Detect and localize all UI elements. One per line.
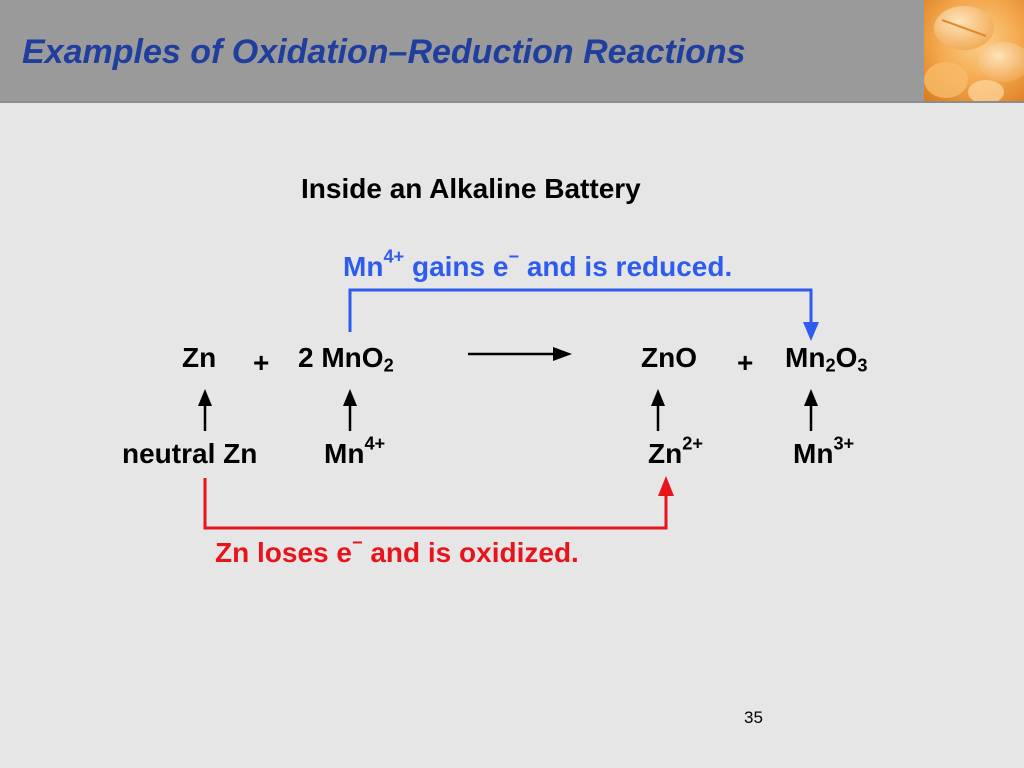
reduction-text: gains e	[404, 251, 509, 282]
mn2o3-mn-subscript: 2	[825, 355, 836, 376]
mno2-subscript: 2	[383, 355, 394, 376]
reduction-rest: and is reduced.	[519, 251, 733, 282]
mno2-base: MnO	[321, 342, 384, 373]
reduction-bracket-arrow-icon	[348, 288, 819, 341]
reduction-note: Mn4+ gains e− and is reduced.	[343, 247, 733, 283]
mn3-charge: 3+	[833, 433, 855, 454]
pills-photo-icon	[924, 0, 1024, 101]
reduction-ion-charge: 4+	[383, 246, 405, 267]
oxidation-text: Zn loses e	[215, 537, 352, 568]
arrow-zn2-up-icon	[651, 389, 665, 431]
mn4-base: Mn	[324, 438, 365, 469]
mn2o3-mn: Mn	[785, 342, 826, 373]
arrow-zn-up-icon	[198, 389, 212, 431]
arrow-mn4-up-icon	[343, 389, 357, 431]
species-mn3: Mn3+	[793, 434, 854, 470]
subtitle: Inside an Alkaline Battery	[301, 173, 641, 204]
oxidation-electron-charge: −	[351, 532, 363, 553]
product-zno: ZnO	[641, 342, 697, 373]
oxidation-rest: and is oxidized.	[362, 537, 579, 568]
oxidation-bracket-arrow-icon	[203, 476, 674, 530]
zn2-base: Zn	[648, 438, 683, 469]
page-number: 35	[744, 708, 763, 727]
reactant-mno2: 2 MnO2	[298, 342, 394, 376]
title-bar-divider	[0, 101, 1024, 103]
mn2o3-o: O	[835, 342, 858, 373]
mn4-charge: 4+	[364, 433, 386, 454]
oxidation-note: Zn loses e− and is oxidized.	[215, 533, 579, 569]
plus-sign-right: +	[737, 347, 754, 378]
product-mn2o3: Mn2O3	[785, 342, 868, 376]
zn2-charge: 2+	[682, 433, 703, 454]
species-mn4: Mn4+	[324, 434, 385, 470]
title-bar	[0, 0, 1024, 101]
right-arrow-icon	[468, 347, 572, 361]
slide-title: Examples of Oxidation–Reduction Reaction…	[22, 33, 746, 71]
reduction-ion: Mn	[343, 251, 384, 282]
plus-sign-left: +	[253, 347, 270, 378]
mn2o3-o-subscript: 3	[857, 355, 868, 376]
mn3-base: Mn	[793, 438, 834, 469]
mno2-coefficient: 2	[298, 342, 322, 373]
reduction-electron-charge: −	[508, 246, 520, 267]
species-neutral-zn: neutral Zn	[122, 438, 258, 469]
reactant-zn: Zn	[182, 342, 217, 373]
species-zn2: Zn2+	[648, 434, 703, 470]
arrow-mn3-up-icon	[804, 389, 818, 431]
